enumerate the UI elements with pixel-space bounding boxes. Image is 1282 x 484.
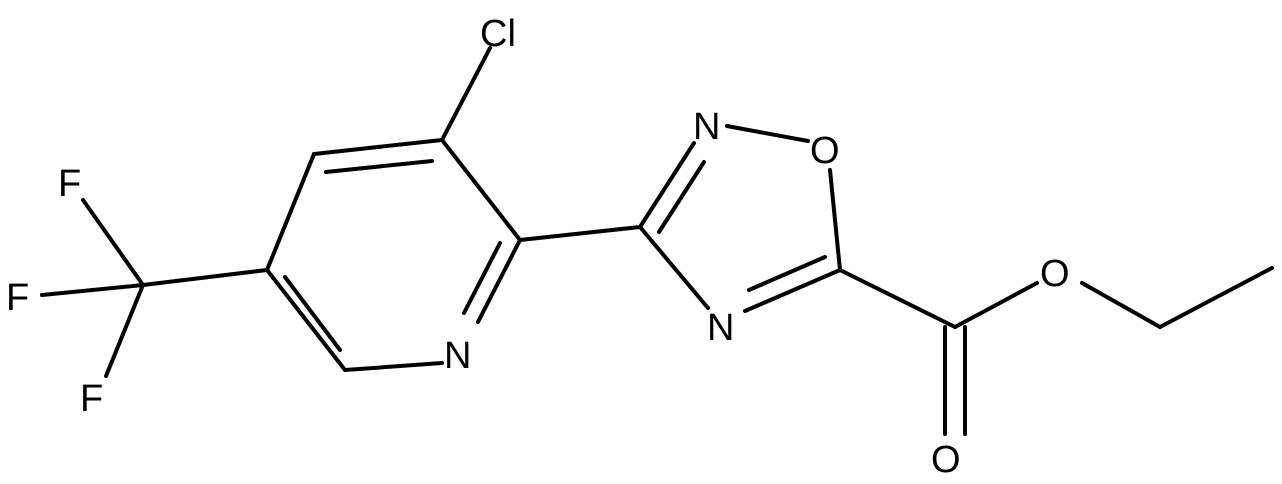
atom-label-f3: F bbox=[80, 378, 103, 420]
atom-label-f2: F bbox=[6, 277, 29, 319]
atom-label-n-oxadiazole-bottom: N bbox=[707, 307, 734, 349]
bond bbox=[518, 225, 642, 242]
bond bbox=[312, 138, 444, 156]
bond bbox=[743, 268, 842, 313]
bond bbox=[440, 138, 522, 242]
atom-label-o-oxadiazole: O bbox=[810, 130, 840, 172]
bond bbox=[141, 268, 269, 287]
atom-label-o-carbonyl: O bbox=[931, 439, 961, 481]
bond bbox=[1158, 266, 1274, 329]
bond bbox=[324, 159, 434, 174]
bond bbox=[953, 281, 1039, 329]
bond bbox=[440, 46, 492, 142]
bond bbox=[638, 141, 696, 229]
atom-label-o-ester: O bbox=[1040, 253, 1070, 295]
atom-label-n-oxadiazole-top: N bbox=[693, 106, 720, 148]
bond bbox=[725, 124, 810, 143]
atom-label-f1: F bbox=[58, 163, 81, 205]
bond bbox=[747, 255, 827, 292]
bond bbox=[81, 198, 145, 287]
bond bbox=[476, 238, 522, 324]
bond bbox=[283, 275, 342, 352]
bond bbox=[1080, 281, 1162, 329]
bond bbox=[838, 268, 957, 329]
bond bbox=[104, 283, 145, 378]
atom-label-n-pyridine: N bbox=[444, 335, 471, 377]
bond bbox=[462, 241, 502, 315]
bond bbox=[343, 361, 444, 372]
bond bbox=[657, 160, 706, 234]
bond bbox=[265, 268, 347, 372]
atom-label-cl: Cl bbox=[480, 13, 516, 55]
bonds bbox=[40, 46, 1274, 436]
bond bbox=[828, 168, 842, 272]
bond bbox=[40, 283, 145, 297]
bond bbox=[265, 152, 316, 272]
bond bbox=[638, 225, 710, 310]
atom-labels: Cl F F F N N O N O O bbox=[6, 13, 1070, 481]
